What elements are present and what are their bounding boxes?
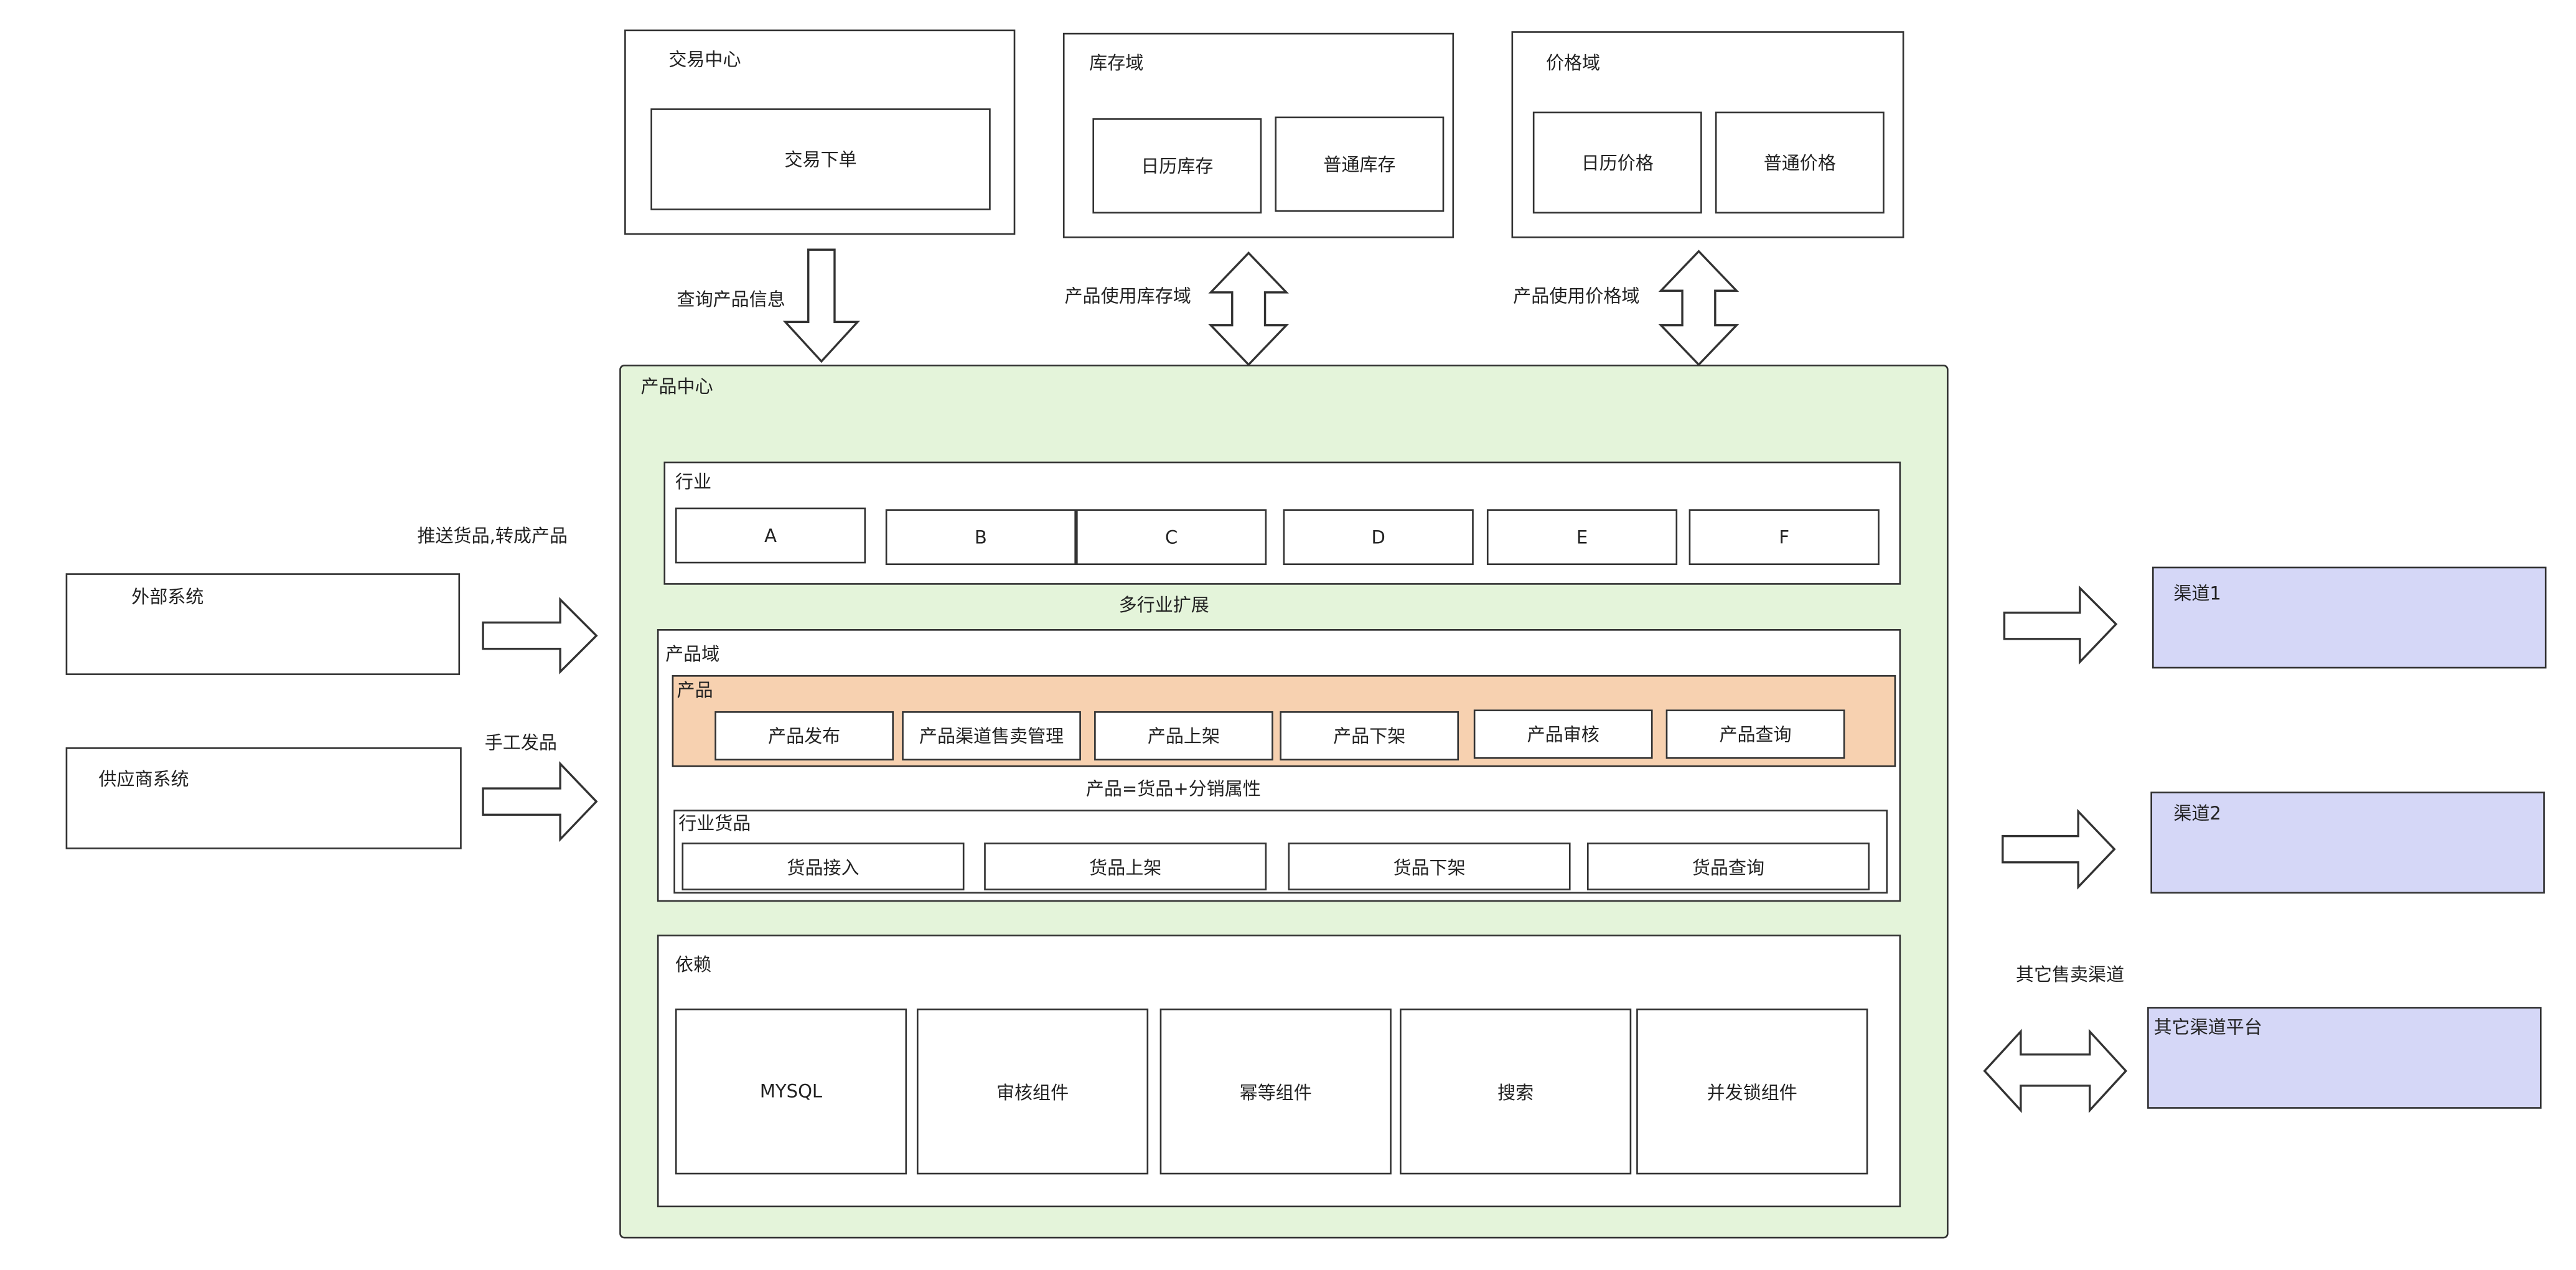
dep-lock-component-box: 并发锁组件	[1636, 1008, 1868, 1175]
dep-mysql-box: MYSQL	[675, 1008, 907, 1175]
inventory-domain-box: 库存域 日历库存 普通库存	[1062, 32, 1454, 238]
normal-price-box: 普通价格	[1715, 111, 1885, 214]
trade-center-title: 交易中心	[668, 49, 741, 71]
product-offline-box: 产品下架	[1280, 711, 1459, 761]
industry-c-box: C	[1076, 509, 1267, 566]
industry-d-box: D	[1283, 509, 1474, 566]
product-band: 产品 产品发布 产品渠道售卖管理 产品上架 产品下架 产品审核 产品查询	[672, 675, 1896, 767]
industry-goods-title: 行业货品	[678, 813, 751, 834]
calendar-inventory-box: 日历库存	[1092, 118, 1262, 214]
supplier-system-box: 供应商系统	[65, 747, 462, 849]
product-publish-box: 产品发布	[714, 711, 894, 761]
product-domain-title: 产品域	[665, 643, 720, 666]
normal-inventory-box: 普通库存	[1275, 116, 1445, 212]
label-manual-goods: 手工发品	[484, 732, 557, 754]
industry-a-box: A	[675, 507, 866, 564]
product-domain-box: 产品域 产品 产品发布 产品渠道售卖管理 产品上架 产品下架 产品审核 产品查询…	[657, 629, 1901, 902]
dependencies-box: 依赖 MYSQL 审核组件 幂等组件 搜索 并发锁组件	[657, 934, 1901, 1208]
external-system-box: 外部系统	[65, 573, 461, 675]
goods-online-box: 货品上架	[984, 843, 1267, 890]
product-review-box: 产品审核	[1473, 709, 1653, 759]
other-channel-platform-box: 其它渠道平台	[2147, 1007, 2542, 1109]
other-channel-platform-label: 其它渠道平台	[2153, 1016, 2262, 1039]
goods-query-box: 货品查询	[1586, 843, 1870, 890]
trade-center-box: 交易中心 交易下单	[624, 29, 1016, 235]
channel-2-label: 渠道2	[2173, 803, 2221, 825]
supplier-system-label: 供应商系统	[98, 768, 189, 790]
label-use-inventory: 产品使用库存域	[1064, 286, 1191, 307]
product-channel-sales-box: 产品渠道售卖管理	[902, 711, 1081, 761]
arrow-external-system	[482, 597, 598, 675]
price-domain-title: 价格域	[1545, 52, 1601, 74]
channel-1-box: 渠道1	[2152, 566, 2547, 669]
dep-review-component-box: 审核组件	[916, 1008, 1149, 1175]
calendar-price-box: 日历价格	[1532, 111, 1702, 214]
product-query-box: 产品查询	[1665, 709, 1845, 759]
label-product-formula: 产品=货品+分销属性	[1085, 778, 1261, 800]
label-use-price: 产品使用价格域	[1513, 286, 1640, 307]
industry-f-box: F	[1688, 509, 1880, 566]
industry-e-box: E	[1486, 509, 1678, 566]
industry-b-box: B	[885, 509, 1077, 566]
goods-offline-box: 货品下架	[1288, 843, 1571, 890]
industry-goods-box: 行业货品 货品接入 货品上架 货品下架 货品查询	[673, 810, 1888, 894]
industry-box: 行业 A B C D E F	[663, 461, 1901, 585]
arrow-trade-to-product	[782, 248, 860, 363]
label-other-channels: 其它售卖渠道	[2015, 964, 2125, 986]
label-multi-industry: 多行业扩展	[1118, 594, 1209, 616]
dependencies-title: 依赖	[675, 954, 711, 976]
goods-ingest-box: 货品接入	[681, 843, 965, 890]
label-push-goods: 推送货品,转成产品	[417, 525, 568, 548]
dep-idempotent-component-box: 幂等组件	[1159, 1008, 1392, 1175]
industry-title: 行业	[675, 471, 711, 493]
external-system-label: 外部系统	[131, 586, 204, 608]
inventory-domain-title: 库存域	[1089, 52, 1144, 74]
product-center-title: 产品中心	[640, 376, 713, 398]
label-query-product: 查询产品信息	[677, 289, 785, 310]
product-center-box: 产品中心 行业 A B C D E F 多行业扩展 产品域 产品 产品发布 产品…	[619, 365, 1949, 1239]
channel-1-label: 渠道1	[2173, 583, 2221, 605]
product-title: 产品	[677, 679, 713, 702]
double-arrow-price	[1658, 250, 1740, 367]
dep-search-box: 搜索	[1400, 1008, 1632, 1175]
arrow-supplier-system	[482, 761, 598, 843]
arrow-channel-2	[2002, 808, 2116, 890]
double-arrow-inventory	[1208, 251, 1289, 367]
arrow-channel-1	[2003, 585, 2118, 665]
double-arrow-other-channels	[1983, 1029, 2128, 1113]
price-domain-box: 价格域 日历价格 普通价格	[1511, 31, 1904, 238]
trade-order-box: 交易下单	[650, 108, 991, 210]
channel-2-box: 渠道2	[2150, 791, 2545, 894]
product-online-box: 产品上架	[1094, 711, 1273, 761]
